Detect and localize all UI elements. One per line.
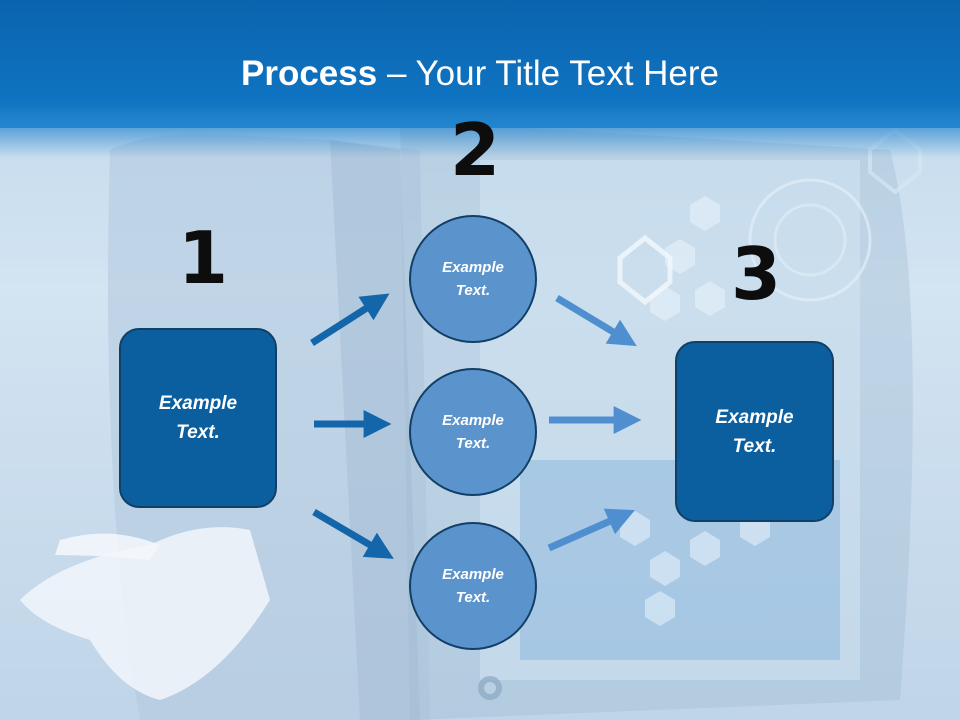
step-number-1: 1	[178, 216, 229, 300]
step-number-3: 3	[731, 232, 782, 316]
circle-middle-text: Example Text.	[442, 412, 504, 452]
arrow-circle-top-to-box3	[555, 295, 637, 347]
step-3-box[interactable]: Example Text.	[675, 341, 834, 522]
step-2-circle-bottom[interactable]: Example Text.	[409, 522, 537, 650]
slide-title: Process – Your Title Text Here	[0, 52, 960, 96]
step-2-circle-middle[interactable]: Example Text.	[409, 368, 537, 496]
title-bold: Process	[241, 54, 378, 93]
title-bar-fade	[0, 118, 960, 158]
step-1-box-text: Example Text.	[158, 393, 238, 443]
step-1-box[interactable]: Example Text.	[119, 328, 277, 508]
arrow-box1-to-circle-bottom	[312, 508, 394, 559]
title-rest: – Your Title Text Here	[377, 54, 719, 93]
arrow-box1-to-circle-top	[310, 293, 390, 346]
circle-bottom-text: Example Text.	[442, 566, 504, 606]
title-bar	[0, 0, 960, 128]
step-3-box-text: Example Text.	[715, 406, 794, 457]
step-2-circle-top[interactable]: Example Text.	[409, 215, 537, 343]
arrow-circle-bottom-to-box3	[547, 508, 635, 552]
step-number-2: 2	[450, 108, 501, 192]
circle-top-text: Example Text.	[442, 259, 504, 299]
